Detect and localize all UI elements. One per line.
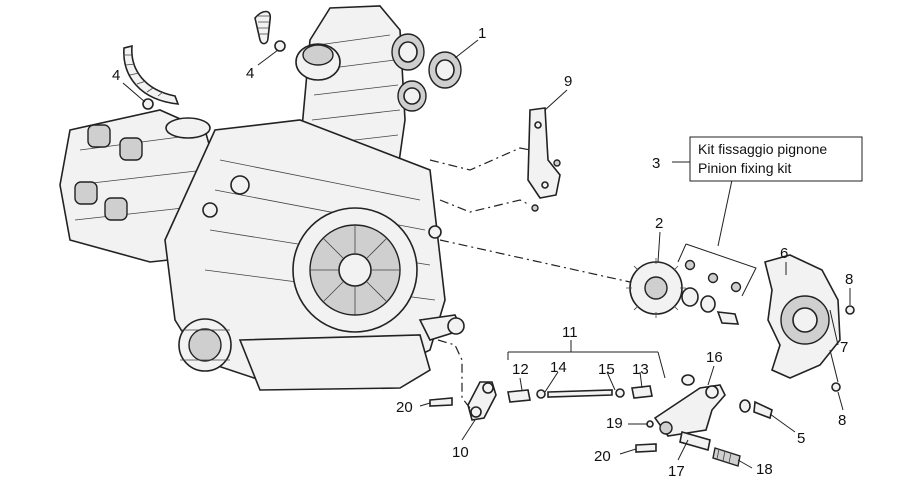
callout-labels: 1 2 3 4 4 5 6 7 8 8 9 10 11 12 13 14 15 … — [112, 25, 853, 480]
pinion-fixing-kit-parts — [681, 259, 742, 325]
gear-shift-pedal-16 — [653, 374, 726, 437]
shift-rod-11 — [507, 385, 653, 403]
callout-8-lower: 8 — [838, 412, 846, 429]
callout-2: 2 — [655, 215, 663, 232]
pinion-fixing-kit-label-box: Kit fissaggio pignone Pinion fixing kit — [689, 136, 863, 182]
gear-shift-lever-10 — [467, 381, 497, 421]
callout-8-upper: 8 — [845, 271, 853, 288]
callout-1: 1 — [478, 25, 486, 42]
pedal-bolts — [429, 397, 773, 467]
callout-4-left: 4 — [112, 67, 120, 84]
breather-hose-upper — [254, 10, 286, 52]
callout-16: 16 — [706, 349, 723, 366]
callout-17: 17 — [668, 463, 685, 480]
callout-13: 13 — [632, 361, 649, 378]
callout-3: 3 — [652, 155, 660, 172]
callout-20-lower: 20 — [594, 448, 611, 465]
alignment-lines — [429, 147, 631, 409]
sprocket-cover — [764, 254, 855, 392]
callout-7: 7 — [840, 339, 848, 356]
callout-18: 18 — [756, 461, 773, 478]
pinion-sprocket — [626, 258, 686, 318]
bracket-part-9 — [527, 107, 561, 212]
kit-box-line2: Pinion fixing kit — [698, 160, 791, 176]
breather-hose-left — [123, 44, 180, 110]
callout-20-left: 20 — [396, 399, 413, 416]
callout-14: 14 — [550, 359, 567, 376]
callout-11: 11 — [562, 324, 578, 341]
callout-15: 15 — [598, 361, 615, 378]
callout-19: 19 — [606, 415, 623, 432]
callout-10: 10 — [452, 444, 469, 461]
callout-9: 9 — [564, 73, 572, 90]
callout-4-upper: 4 — [246, 65, 254, 82]
callout-12: 12 — [512, 361, 529, 378]
callout-6: 6 — [780, 245, 788, 262]
callout-5: 5 — [797, 430, 805, 447]
engine-block — [59, 5, 465, 391]
leader-lines — [122, 39, 851, 469]
kit-box-line1: Kit fissaggio pignone — [698, 141, 827, 157]
